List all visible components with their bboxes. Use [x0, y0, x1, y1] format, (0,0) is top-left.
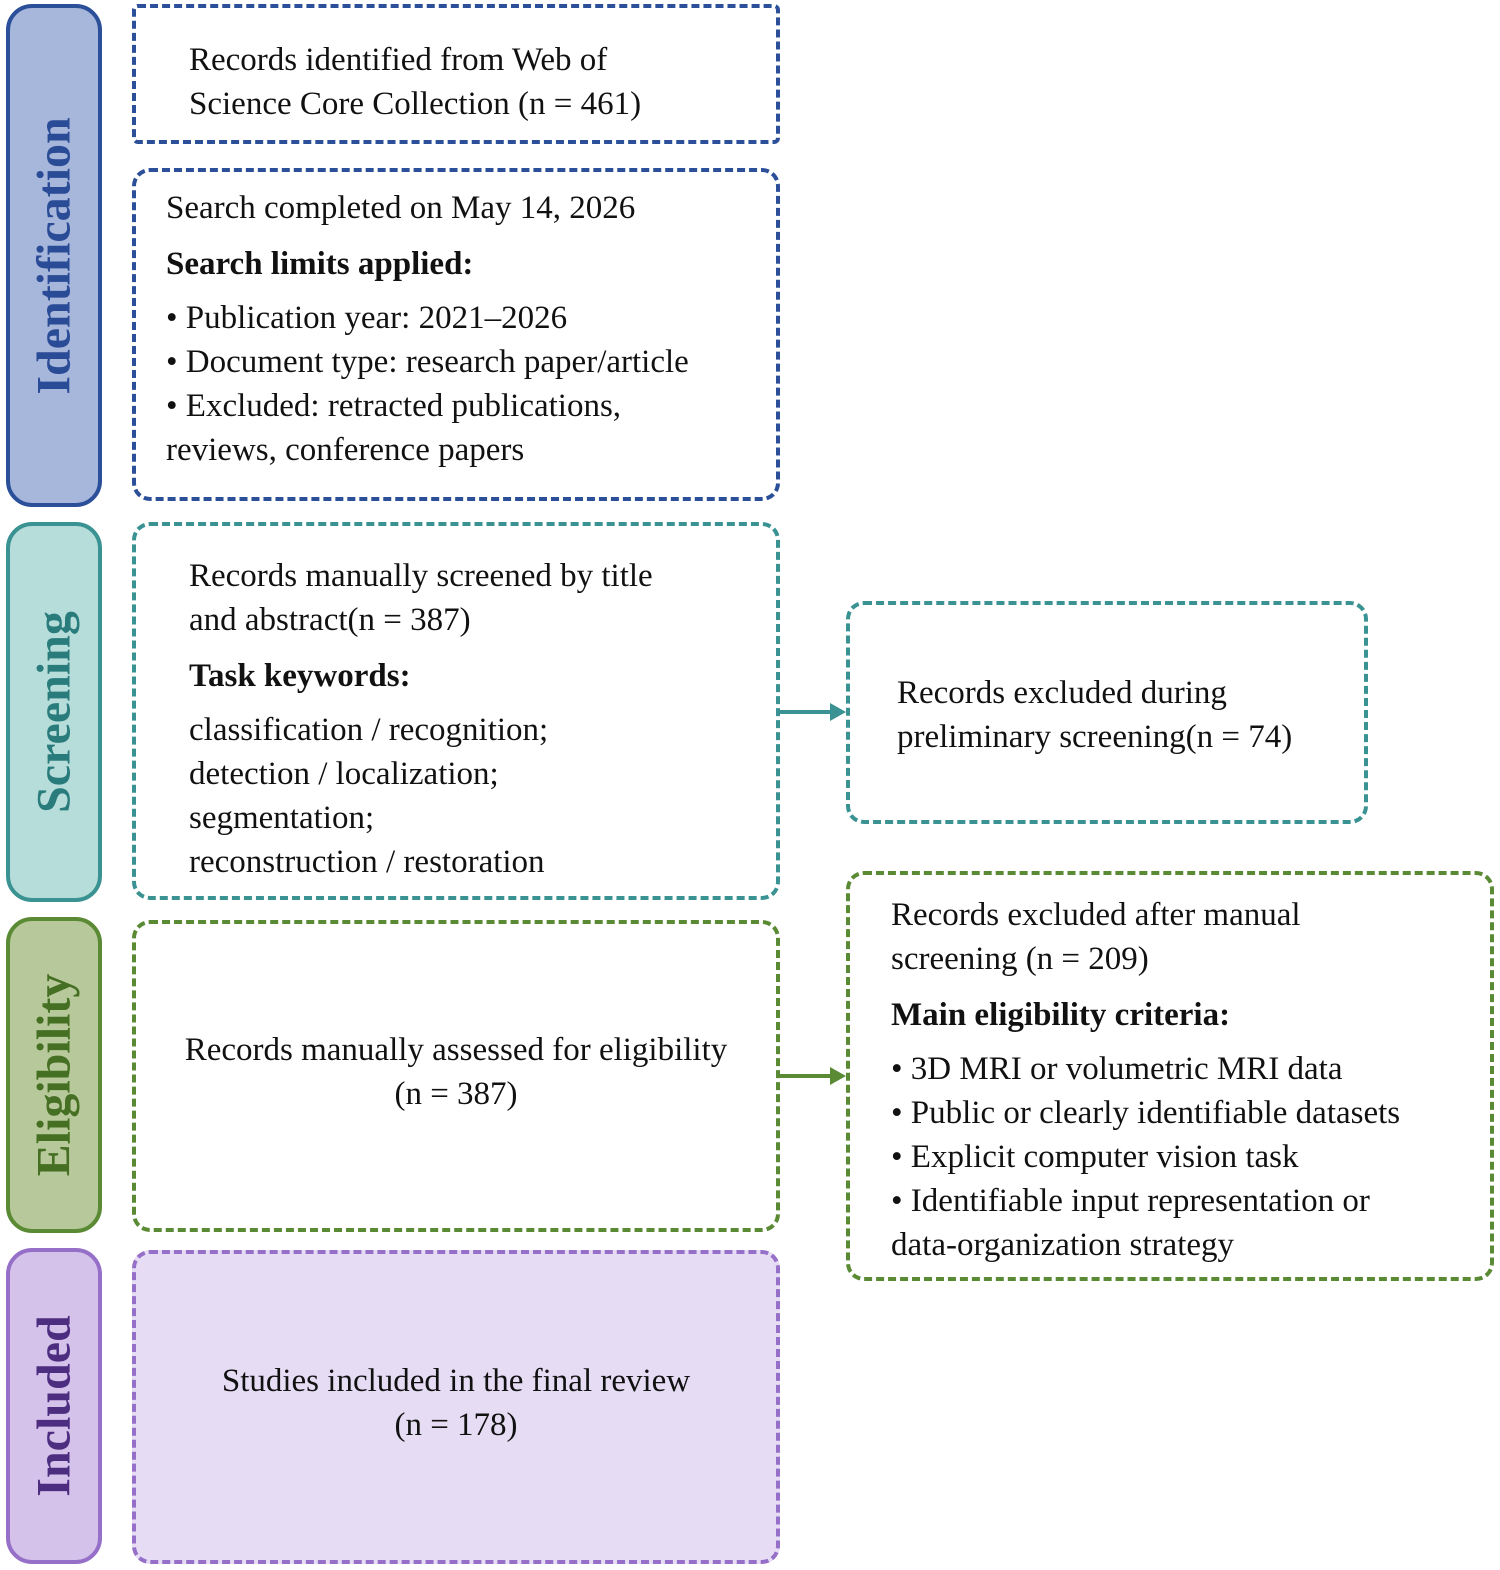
eligibility-criterion: • Public or clearly identifiable dataset…	[891, 1095, 1401, 1131]
stage-eligibility: Eligibility	[6, 917, 102, 1233]
task-keyword: segmentation;	[189, 800, 375, 836]
excluded-manual-line1: Records excluded after manual	[891, 897, 1301, 933]
task-keyword: detection / localization;	[189, 756, 499, 792]
excluded-preliminary-line1: Records excluded during	[897, 675, 1227, 711]
stage-identification: Identification	[6, 4, 102, 507]
task-keywords-heading: Task keywords:	[189, 658, 411, 694]
studies-included-box: Studies included in the final review (n …	[132, 1250, 780, 1564]
search-details-box: Search completed on May 14, 2026 Search …	[132, 168, 780, 501]
search-limit-item: • Excluded: retracted publications,	[166, 388, 622, 424]
records-screened-box: Records manually screened by title and a…	[132, 522, 780, 900]
arrow-to-preliminary-exclusion	[780, 703, 846, 721]
stage-identification-label: Identification	[27, 116, 81, 395]
stage-screening-label: Screening	[27, 611, 81, 813]
excluded-preliminary-box: Records excluded during preliminary scre…	[846, 601, 1368, 824]
excluded-manual-box: Records excluded after manual screening …	[846, 871, 1494, 1281]
eligibility-assessed-box: Records manually assessed for eligibilit…	[132, 920, 780, 1232]
stage-screening: Screening	[6, 522, 102, 902]
records-screened-line2: and abstract(n = 387)	[189, 602, 471, 638]
search-limit-item: • Publication year: 2021–2026	[166, 300, 568, 336]
search-limits-heading: Search limits applied:	[166, 246, 474, 282]
excluded-manual-line2: screening (n = 209)	[891, 941, 1149, 977]
search-completed-text: Search completed on May 14, 2026	[166, 190, 636, 226]
records-identified-line2: Science Core Collection (n = 461)	[189, 86, 642, 122]
studies-included-text: Studies included in the final review (n …	[222, 1359, 690, 1447]
eligibility-criterion: • 3D MRI or volumetric MRI data	[891, 1051, 1343, 1087]
eligibility-criterion-cont: data-organization strategy	[891, 1227, 1235, 1263]
search-limit-item: • Document type: research paper/article	[166, 344, 689, 380]
arrow-to-manual-exclusion	[780, 1067, 846, 1085]
stage-included-label: Included	[27, 1315, 81, 1497]
eligibility-criterion: • Explicit computer vision task	[891, 1139, 1299, 1175]
eligibility-assessed-line1: Records manually assessed for eligibilit…	[184, 1032, 728, 1068]
excluded-preliminary-line2: preliminary screening(n = 74)	[897, 719, 1293, 755]
records-identified-line1: Records identified from Web of	[189, 42, 608, 78]
studies-included-line1: Studies included in the final review	[221, 1363, 691, 1399]
eligibility-assessed-text: Records manually assessed for eligibilit…	[185, 1028, 728, 1116]
eligibility-criteria-heading: Main eligibility criteria:	[891, 997, 1231, 1033]
eligibility-criterion: • Identifiable input representation or	[891, 1183, 1370, 1219]
search-limit-item-cont: reviews, conference papers	[166, 432, 525, 468]
studies-included-line2: (n = 178)	[394, 1407, 518, 1443]
records-identified-box: Records identified from Web of Science C…	[132, 4, 780, 144]
eligibility-assessed-line2: (n = 387)	[394, 1076, 518, 1112]
task-keyword: reconstruction / restoration	[189, 844, 545, 880]
stage-eligibility-label: Eligibility	[27, 973, 81, 1177]
task-keyword: classification / recognition;	[189, 712, 549, 748]
stage-included: Included	[6, 1248, 102, 1564]
records-screened-line1: Records manually screened by title	[189, 558, 653, 594]
